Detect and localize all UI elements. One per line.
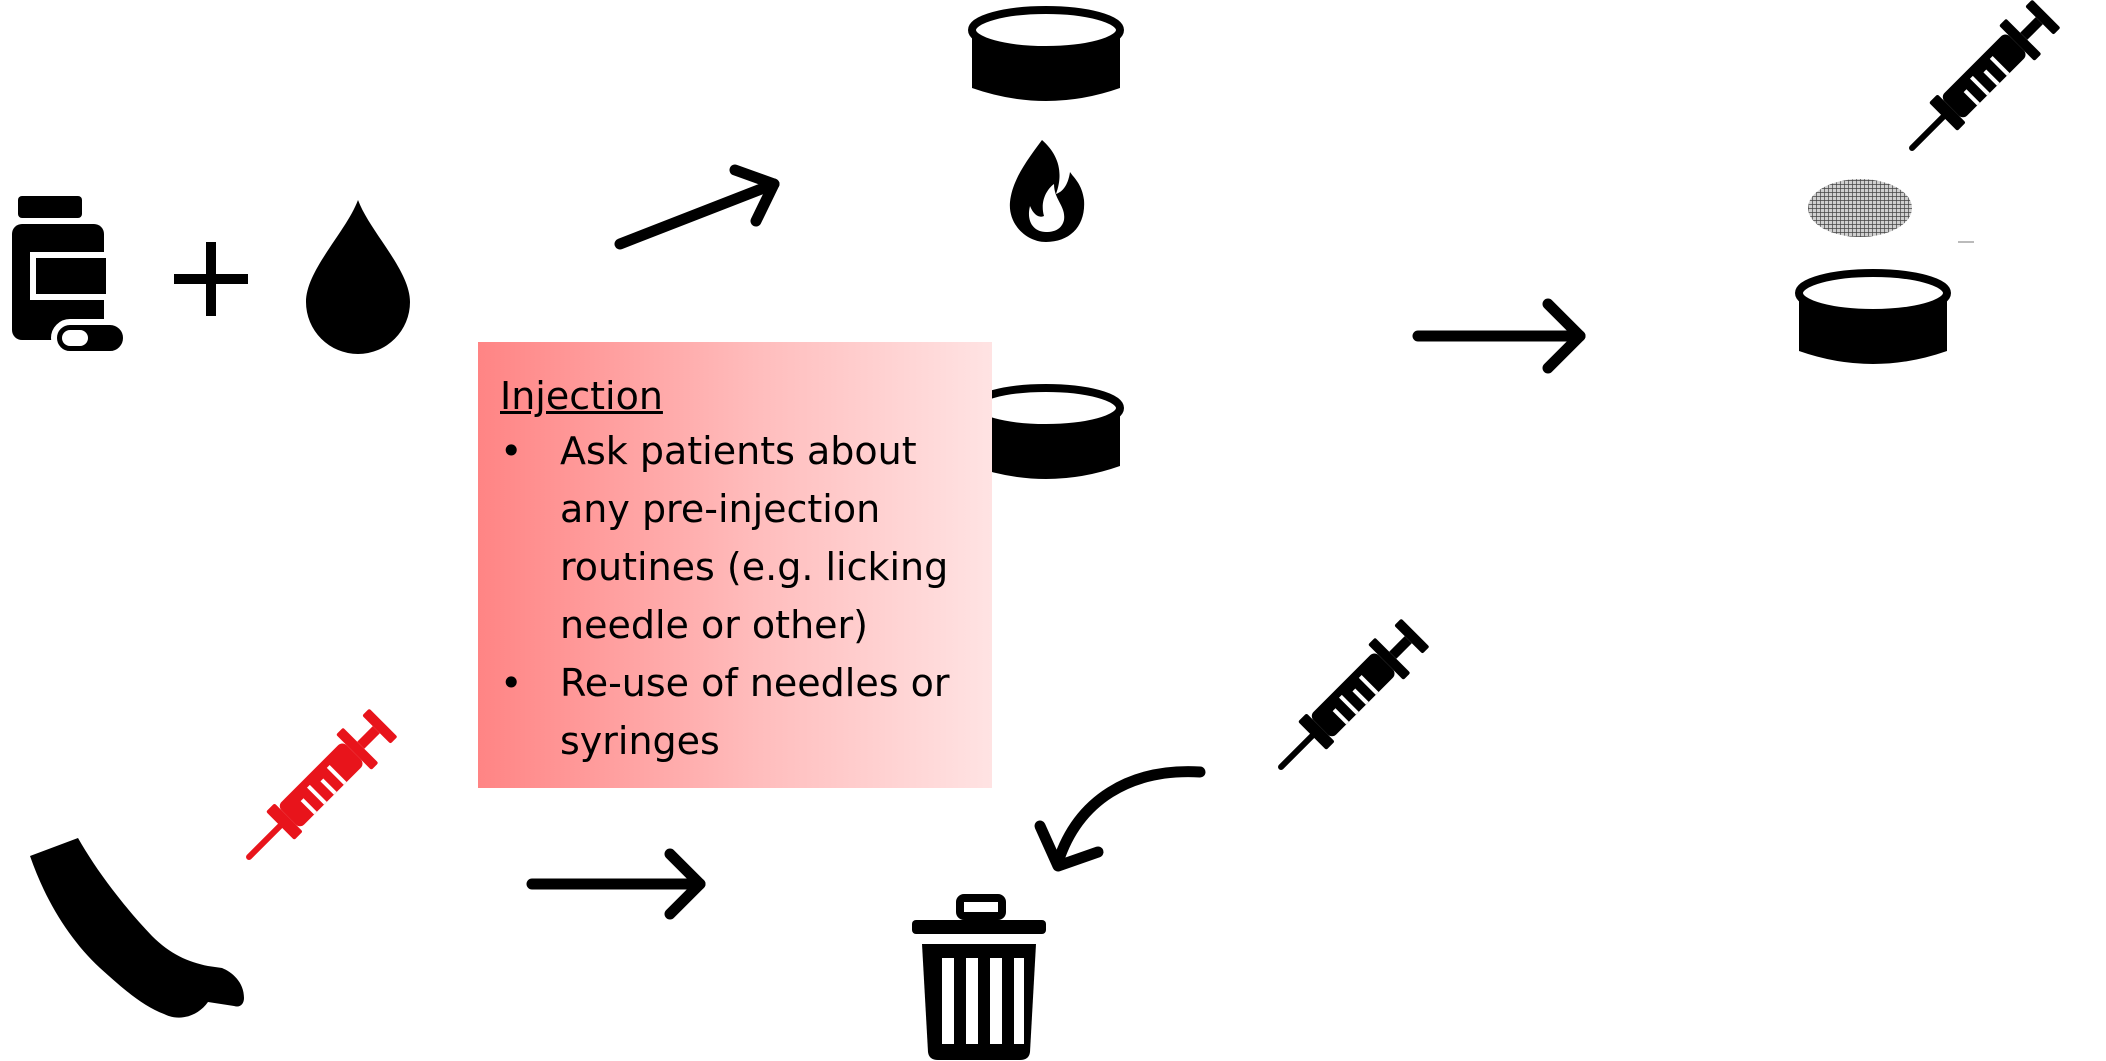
- flame-icon: [1009, 140, 1085, 242]
- cooker-pot-icon: [1799, 273, 1947, 364]
- curved-arrow-icon: [1034, 766, 1206, 872]
- syringe-icon: [1263, 615, 1433, 785]
- cooker-pot-icon: [972, 388, 1120, 479]
- bullet-symbol: •: [500, 661, 523, 705]
- arrow-right-icon: [614, 164, 780, 250]
- arrow-right-icon: [526, 848, 706, 920]
- list-item: • Ask patients about any pre-injection r…: [500, 422, 968, 654]
- water-drop-icon: [306, 200, 410, 354]
- callout-bullet-list: • Ask patients about any pre-injection r…: [500, 422, 968, 770]
- injection-callout-box: Injection • Ask patients about any pre-i…: [478, 342, 992, 788]
- arm-icon: [30, 838, 244, 1018]
- cooker-pot-icon: [972, 10, 1120, 101]
- bullet-text: Re-use of needles or syringes: [560, 661, 950, 763]
- pill-bottle-icon: [12, 196, 129, 357]
- trash-can-icon: [912, 894, 1046, 1060]
- list-item: • Re-use of needles or syringes: [500, 654, 968, 770]
- bullet-symbol: •: [500, 429, 523, 473]
- syringe-icon: [231, 705, 401, 875]
- bullet-text: Ask patients about any pre-injection rou…: [560, 429, 949, 647]
- syringe-icon: [1894, 0, 2064, 166]
- plus-icon: [174, 242, 248, 316]
- arrow-right-icon: [1412, 298, 1586, 374]
- filter-icon: [1808, 179, 1974, 243]
- callout-heading: Injection: [500, 374, 663, 418]
